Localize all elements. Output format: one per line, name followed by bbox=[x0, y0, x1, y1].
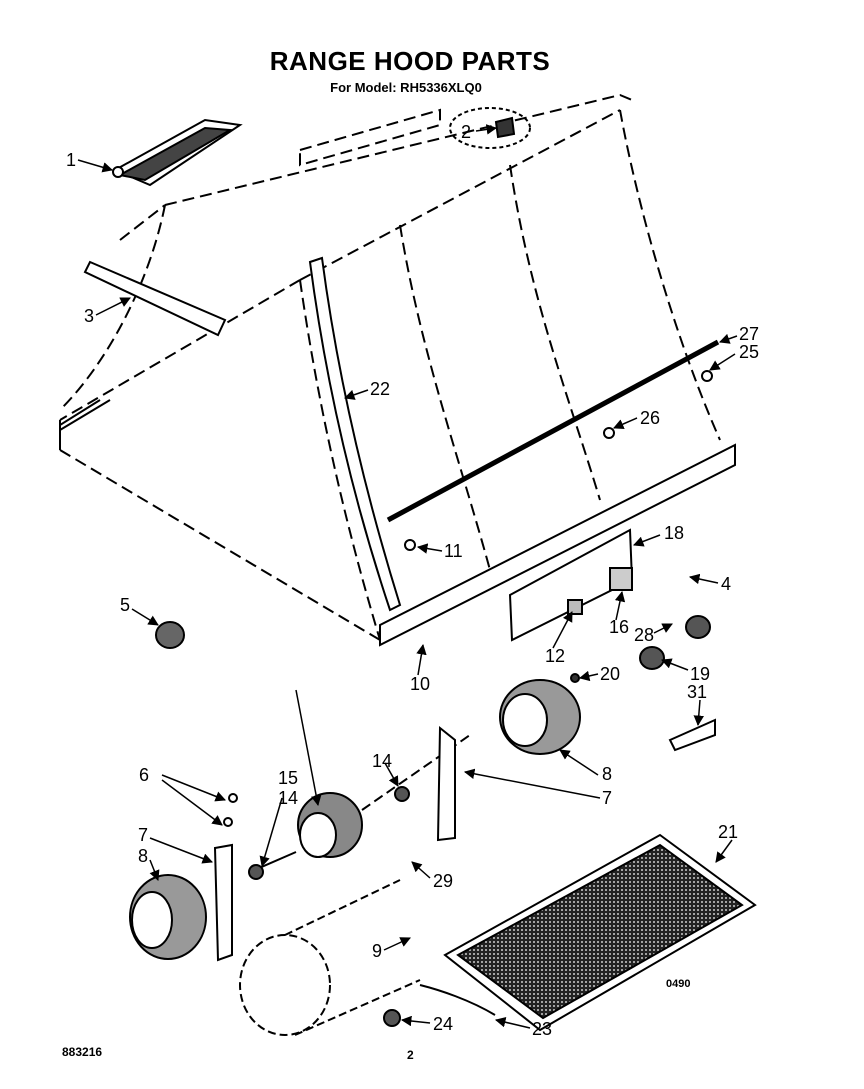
callout-4: 4 bbox=[721, 574, 731, 594]
housing bbox=[239, 879, 421, 1036]
callout-20: 20 bbox=[600, 664, 620, 684]
callout-10: 10 bbox=[410, 674, 430, 694]
callout-12: 12 bbox=[545, 646, 565, 666]
page-number: 2 bbox=[407, 1048, 414, 1062]
small-parts bbox=[155, 370, 716, 1027]
callout-15: 15 bbox=[278, 768, 298, 788]
callout-21: 21 bbox=[718, 822, 738, 842]
callout-28: 28 bbox=[634, 625, 654, 645]
light-rod bbox=[386, 339, 720, 523]
grease-filter bbox=[443, 833, 757, 1032]
callout-19: 19 bbox=[690, 664, 710, 684]
callout-3: 3 bbox=[84, 306, 94, 326]
callout-7b: 7 bbox=[602, 788, 612, 808]
switch-part bbox=[449, 107, 531, 149]
callout-23: 23 bbox=[532, 1019, 552, 1039]
callout-25: 25 bbox=[739, 342, 759, 362]
callout-24: 24 bbox=[433, 1014, 453, 1034]
side-strip bbox=[308, 256, 402, 612]
callout-29: 29 bbox=[433, 871, 453, 891]
callout-18: 18 bbox=[664, 523, 684, 543]
callout-26: 26 bbox=[640, 408, 660, 428]
motor bbox=[249, 734, 471, 873]
callout-6: 6 bbox=[139, 765, 149, 785]
callout-2: 2 bbox=[461, 122, 471, 142]
date-code: 0490 bbox=[666, 978, 690, 990]
callout-14a: 14 bbox=[372, 751, 392, 771]
callout-14b: 14 bbox=[278, 788, 298, 808]
blower-wheels bbox=[129, 679, 581, 960]
page-title: RANGE HOOD PARTS bbox=[269, 46, 551, 76]
callout-11: 11 bbox=[444, 541, 463, 561]
callout-8b: 8 bbox=[602, 764, 612, 784]
model-subtitle: For Model: RH5336XLQ0 bbox=[330, 80, 482, 95]
callout-labels: 1 2 3 4 5 6 7 7 8 8 9 10 11 12 14 14 15 … bbox=[66, 122, 759, 1039]
callout-5: 5 bbox=[120, 595, 130, 615]
control-panel bbox=[508, 528, 634, 642]
callout-7a: 7 bbox=[138, 825, 148, 845]
callout-8a: 8 bbox=[138, 846, 148, 866]
callout-31: 31 bbox=[687, 682, 707, 702]
light-fixture bbox=[112, 118, 243, 187]
hood-front-panel bbox=[59, 399, 736, 647]
mounting-bracket bbox=[83, 260, 227, 337]
doc-number: 883216 bbox=[62, 1045, 103, 1059]
callout-27: 27 bbox=[739, 324, 759, 344]
callout-1: 1 bbox=[66, 150, 76, 170]
callout-16: 16 bbox=[609, 617, 629, 637]
knobs bbox=[639, 615, 711, 670]
callout-22: 22 bbox=[370, 379, 390, 399]
callout-leaders bbox=[77, 124, 738, 1029]
callout-9: 9 bbox=[372, 941, 382, 961]
brackets bbox=[213, 725, 456, 962]
